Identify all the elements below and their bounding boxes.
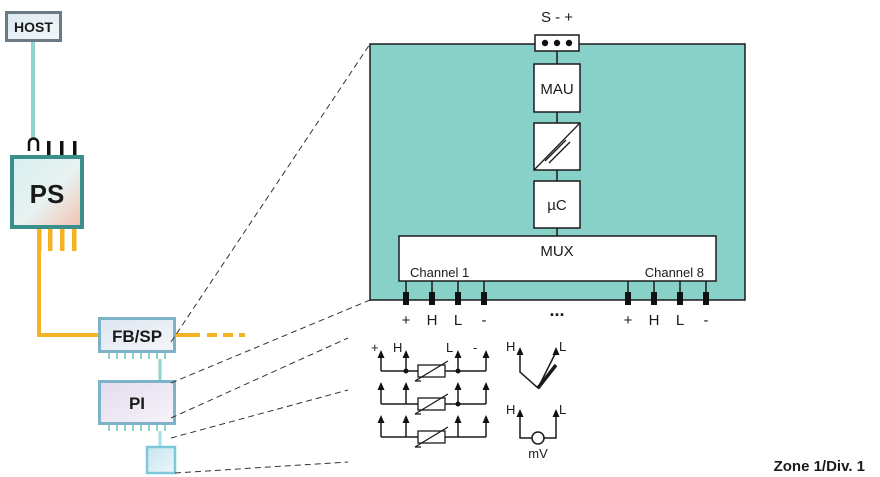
terminal-label-h: H: [427, 312, 438, 329]
terminal-label-l: L: [676, 312, 684, 329]
tc-label-h: H: [506, 339, 515, 354]
connector-block: [534, 34, 580, 52]
tc-label-l: L: [559, 339, 566, 354]
rtd-arrows: [377, 350, 490, 423]
terminal-labels: + H L - + H L -: [402, 312, 709, 329]
mau-block: MAU: [533, 63, 581, 113]
pi-teeth: [108, 425, 166, 431]
ps-box: PS: [10, 155, 84, 229]
trunk-bus: [37, 251, 98, 337]
ps-bottom-pins: [37, 229, 77, 251]
terminal-label-l: L: [454, 312, 462, 329]
pi-label: PI: [129, 394, 145, 413]
terminal-label-plus: +: [402, 312, 411, 329]
converter-icon: [533, 122, 581, 171]
thermocouple-icon: [516, 347, 560, 390]
uc-block: µC: [533, 180, 581, 229]
terminals-channel-1: [403, 281, 487, 305]
fbsp-teeth: [108, 353, 166, 359]
mv-label-h: H: [506, 402, 515, 417]
zoom-lines: [170, 43, 371, 474]
mv-label: mV: [528, 446, 548, 461]
fbsp-box: FB/SP: [98, 317, 176, 353]
rtd-label-plus: +: [371, 340, 379, 355]
channel-ellipsis: ...: [549, 300, 564, 320]
terminal-label-minus: -: [482, 312, 487, 329]
rtd-label-minus: -: [473, 340, 477, 355]
uc-label: µC: [547, 197, 567, 214]
host-box: HOST: [5, 11, 62, 42]
terminal-label-minus: -: [704, 312, 709, 329]
rtd-label-l: L: [446, 340, 453, 355]
mv-label-l: L: [559, 402, 566, 417]
fbsp-label: FB/SP: [112, 327, 162, 346]
rtd-label-h: H: [393, 340, 402, 355]
pi-box: PI: [98, 380, 176, 425]
mux-block: MUX Channel 1 Channel 8: [398, 235, 717, 282]
rtd-resistor-icon: [414, 360, 449, 448]
millivolt-source-icon: [516, 409, 560, 445]
rtd-junctions: [403, 368, 461, 407]
small-device-box: [145, 445, 177, 475]
mux-label: MUX: [540, 243, 573, 260]
mau-label: MAU: [540, 81, 573, 98]
terminal-label-plus: +: [624, 312, 633, 329]
connector-label: S - +: [541, 9, 573, 26]
channel-last-label: Channel 8: [645, 265, 704, 280]
terminals-channel-8: [625, 281, 709, 305]
converter-block: [533, 122, 581, 171]
terminal-label-h: H: [649, 312, 660, 329]
channel-first-label: Channel 1: [410, 265, 469, 280]
ps-top-connector: [27, 137, 77, 155]
host-label: HOST: [14, 19, 53, 35]
zone-label: Zone 1/Div. 1: [774, 458, 865, 475]
ps-label: PS: [30, 179, 65, 209]
